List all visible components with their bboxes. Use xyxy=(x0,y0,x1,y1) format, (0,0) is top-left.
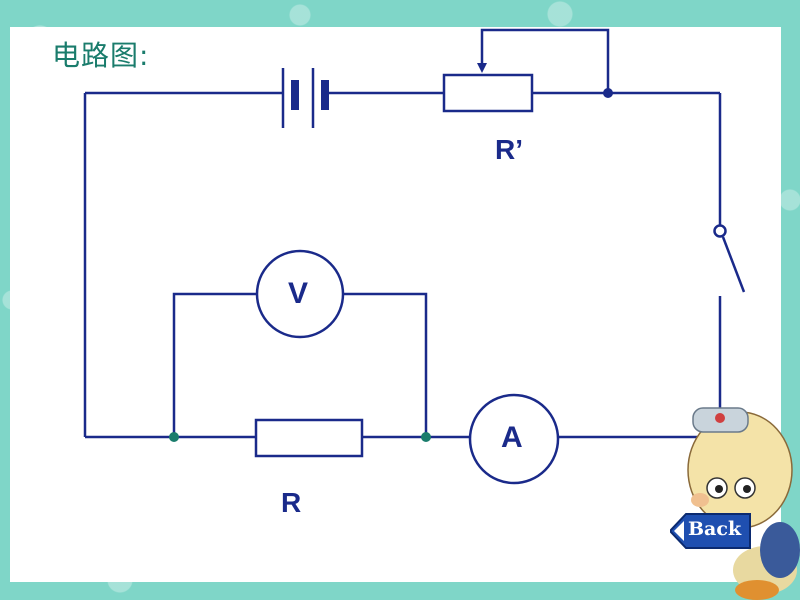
switch-pivot xyxy=(713,224,727,238)
junction-top-right xyxy=(603,88,613,98)
back-button-label: Back xyxy=(688,518,742,540)
back-button[interactable]: Back xyxy=(668,512,752,550)
rheostat-slider xyxy=(480,28,610,93)
mascot-illustration xyxy=(687,407,800,600)
resistor-body xyxy=(254,418,364,458)
slide-panel xyxy=(10,27,781,582)
resistor-label: R xyxy=(281,487,302,518)
junction-bottom-left xyxy=(169,432,179,442)
ammeter-circle xyxy=(468,393,560,485)
back-arrow-icon xyxy=(668,513,751,549)
rheostat-body xyxy=(442,73,534,113)
voltmeter-label: V xyxy=(288,277,309,310)
ammeter-label: A xyxy=(501,421,523,454)
slide-title: 电路图: xyxy=(52,39,150,72)
voltmeter-circle xyxy=(255,249,345,339)
wire-voltmeter-left xyxy=(172,292,257,437)
switch-blade xyxy=(721,236,746,293)
battery xyxy=(281,68,329,128)
junction-bottom-right xyxy=(421,432,431,442)
rheostat-label: R’ xyxy=(495,134,523,165)
wire-voltmeter-right xyxy=(343,292,428,437)
